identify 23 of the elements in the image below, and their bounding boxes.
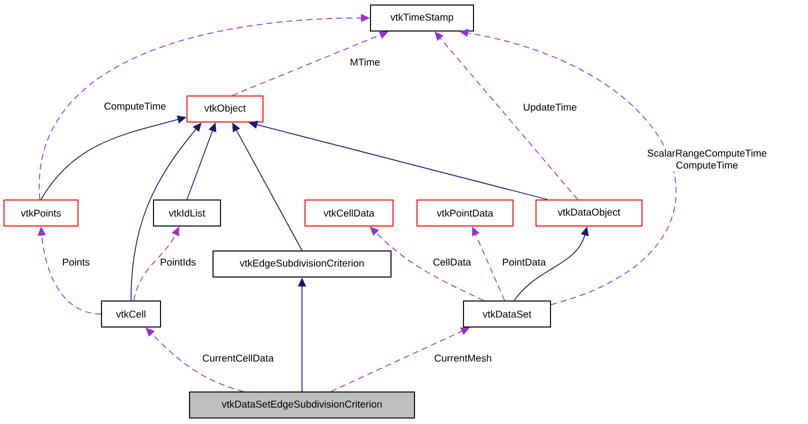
edge-label: CellData	[432, 257, 472, 267]
edge-label: CurrentCellData	[201, 353, 275, 363]
edge-label: MTime	[348, 57, 382, 67]
class-box: vtkDataObject	[536, 200, 642, 226]
class-box: vtkDataSet	[463, 300, 551, 328]
edge-label: UpdateTime	[522, 102, 578, 114]
edge-label: ComputeTime	[102, 101, 168, 113]
class-box: vtkCell	[101, 300, 161, 328]
class-box: vtkEdgeSubdivisionCriterion	[212, 250, 392, 278]
class-box: vtkPointData	[416, 200, 514, 226]
class-box: vtkPoints	[4, 200, 78, 226]
class-box: vtkIdList	[153, 200, 221, 226]
class-box: vtkTimeStamp	[370, 4, 474, 32]
edge-label: Points	[61, 257, 91, 267]
edge-label: ScalarRangeComputeTime ComputeTime	[644, 148, 770, 172]
edge-label: PointIds	[159, 257, 197, 267]
class-box: vtkDataSetEdgeSubdivisionCriterion	[189, 392, 415, 418]
dashed-arrow	[146, 328, 244, 392]
edge-label: CurrentMesh	[433, 353, 493, 363]
class-box: vtkCellData	[304, 200, 394, 226]
edge-label: PointData	[501, 257, 547, 267]
class-box: vtkObject	[186, 96, 264, 122]
dashed-arrow	[434, 32, 578, 200]
